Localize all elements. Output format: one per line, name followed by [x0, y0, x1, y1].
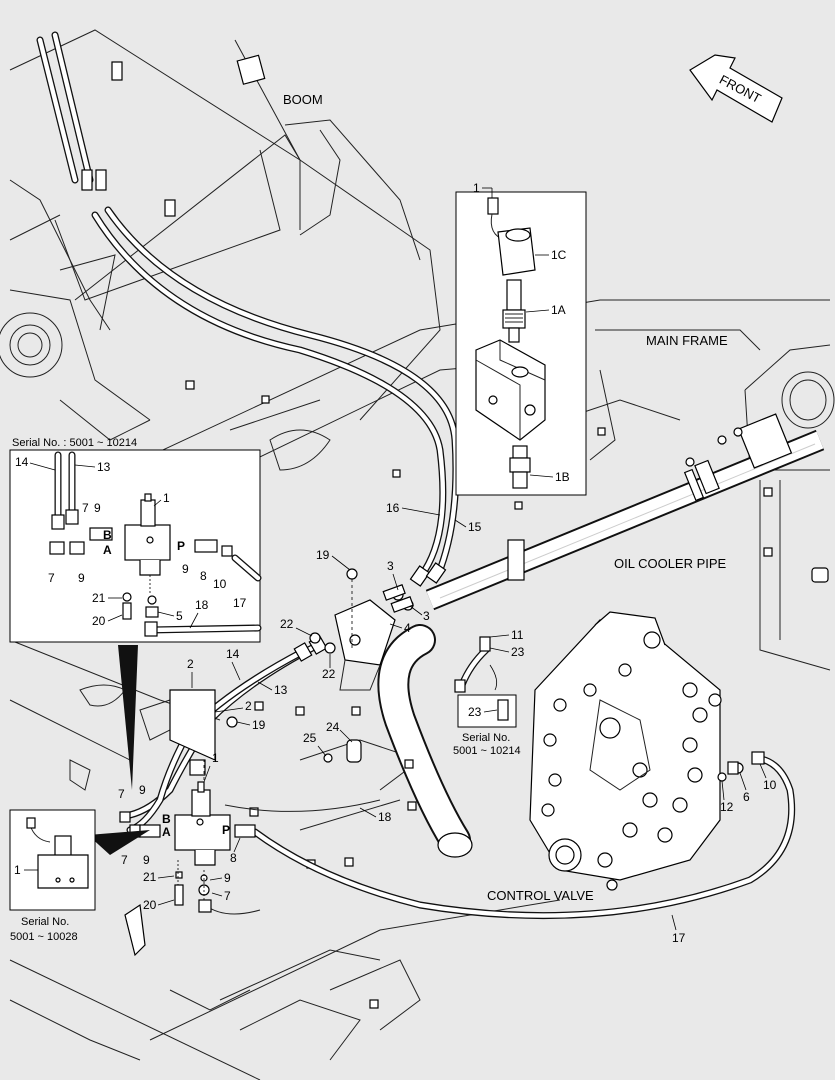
callout-7-c: 7: [224, 889, 231, 903]
callout-9-a: 9: [139, 783, 146, 797]
control-valve: [529, 611, 765, 891]
inset2-serial-line2: 5001 ~ 10028: [10, 931, 78, 943]
port-b-main: B: [162, 812, 171, 826]
port-p-main: P: [222, 823, 230, 837]
inset1-callout-14: 14: [15, 455, 29, 469]
inset1-callout-9b: 9: [78, 571, 85, 585]
callout-23: 23: [511, 645, 525, 659]
callout-2-a: 2: [187, 657, 194, 671]
callout-11: 11: [511, 628, 524, 642]
pilot-valve-main: [119, 689, 256, 957]
hoses: [36, 31, 796, 920]
inset2-callout-1: 1: [14, 863, 21, 877]
frame-marker-squares: [185, 380, 773, 1009]
callout-25: 25: [303, 731, 317, 745]
callout-12: 12: [720, 800, 734, 814]
inset2-serial-line1: Serial No.: [21, 916, 69, 928]
inset3-serial-line1: Serial No.: [462, 732, 510, 744]
part-1c: 1C: [551, 248, 567, 262]
inset1-port-p: P: [177, 539, 185, 553]
inset1-callout-7b: 7: [48, 571, 55, 585]
inset1-callout-8: 8: [200, 569, 207, 583]
inset-pointer-23: [489, 664, 498, 691]
callout-8: 8: [230, 851, 237, 865]
callout-10: 10: [763, 778, 777, 792]
inset-pointer-10214: [118, 645, 138, 790]
inset3-callout-23: 23: [468, 705, 482, 719]
inset1-callout-18: 18: [195, 598, 209, 612]
callout-9-b: 9: [143, 853, 150, 867]
callout-3-b: 3: [423, 609, 430, 623]
callout-6: 6: [743, 790, 750, 804]
callout-17: 17: [672, 931, 686, 945]
inset-valve-callout-1: 1: [473, 181, 480, 195]
callout-24: 24: [326, 720, 340, 734]
boom-label: BOOM: [283, 92, 323, 107]
callout-13: 13: [274, 683, 288, 697]
inset-valve-detail: 1 1C 1A 1B: [455, 181, 587, 496]
inset1-callout-10: 10: [213, 577, 227, 591]
front-arrow: FRONT: [689, 54, 783, 123]
callout-14: 14: [226, 647, 240, 661]
bracket-4: [309, 568, 491, 763]
callout-15: 15: [468, 520, 482, 534]
port-a-main: A: [162, 825, 171, 839]
control-valve-label: CONTROL VALVE: [487, 888, 594, 903]
inset1-callout-5: 5: [176, 609, 183, 623]
callout-3-a: 3: [387, 559, 394, 573]
inset1-callout-17: 17: [233, 596, 247, 610]
inset-serial-10214-title: Serial No. : 5001 ~ 10214: [12, 437, 137, 449]
inset-serial-10028: 1 Serial No. 5001 ~ 10028: [9, 809, 96, 943]
inset1-callout-9c: 9: [182, 562, 189, 576]
valve-port-plugs: [541, 663, 722, 891]
callout-16: 16: [386, 501, 400, 515]
callout-21: 21: [143, 870, 157, 884]
inset-pointer-10028: [88, 830, 150, 855]
callout-7-b: 7: [121, 853, 128, 867]
inset1-callout-21: 21: [92, 591, 106, 605]
inset1-callout-9a: 9: [94, 501, 101, 515]
callout-1-main: 1: [212, 751, 219, 765]
part-1b: 1B: [555, 470, 570, 484]
oil-cooler-pipe-label: OIL COOLER PIPE: [614, 556, 727, 571]
callout-19-top: 19: [316, 548, 330, 562]
callout-19-b: 19: [252, 718, 266, 732]
inset-serial-10214: Serial No. : 5001 ~ 10214 14 13 1: [9, 437, 262, 643]
main-callouts: 16 15 19 3 3 4 22 22 2 14 13 19 2 11 23 …: [118, 501, 777, 945]
part-1a: 1A: [551, 303, 566, 317]
inset1-callout-13: 13: [97, 460, 111, 474]
inset1-port-b: B: [103, 528, 112, 542]
callout-18: 18: [378, 810, 392, 824]
inset1-callout-1: 1: [163, 491, 170, 505]
callout-22-b: 22: [322, 667, 336, 681]
callout-20: 20: [143, 898, 157, 912]
inset3-serial-line2: 5001 ~ 10214: [453, 745, 521, 757]
inset1-callout-20: 20: [92, 614, 106, 628]
inset1-port-a: A: [103, 543, 112, 557]
inset-fitting-23: 23 Serial No. 5001 ~ 10214: [453, 694, 521, 757]
inset1-callout-7a: 7: [82, 501, 89, 515]
callout-2-b: 2: [245, 699, 252, 713]
callout-4: 4: [404, 621, 411, 635]
callout-7-a: 7: [118, 787, 125, 801]
callout-22-a: 22: [280, 617, 294, 631]
main-frame-label: MAIN FRAME: [646, 333, 728, 348]
callout-9-c: 9: [224, 871, 231, 885]
